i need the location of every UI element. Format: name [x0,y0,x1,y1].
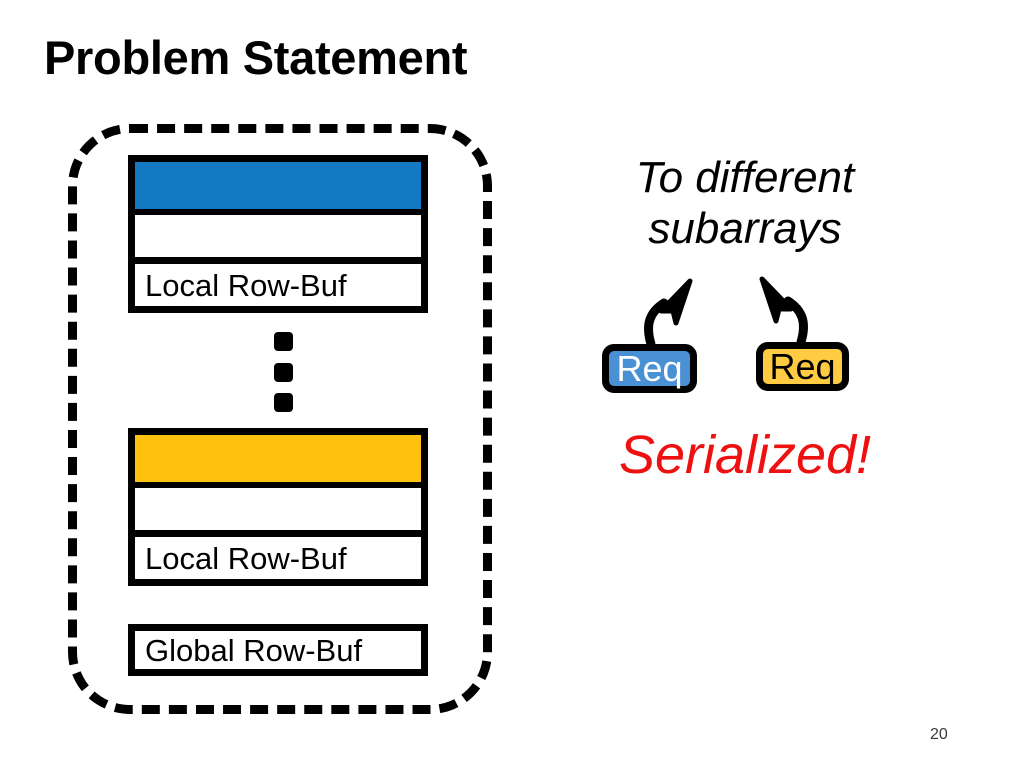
page-title: Problem Statement [44,31,468,84]
caption-line-1: To different [635,153,855,202]
slide-number: 20 [930,726,948,743]
ellipsis-dot-3 [273,393,293,412]
closed-row-white-top [135,209,421,257]
serialized-callout: Serialized! [618,425,872,485]
subarray-bottom: Local Row-Buf [128,428,428,586]
request-box-blue[interactable]: Req [602,344,697,393]
ellipsis-dot-2 [273,362,293,382]
arrow-up-left-icon [759,276,808,347]
global-row-buffer: Global Row-Buf [128,624,428,676]
local-row-buffer-top: Local Row-Buf [135,257,421,306]
request-box-yellow-label: Req [769,345,836,387]
vertical-ellipsis [272,332,294,412]
request-box-yellow[interactable]: Req [756,342,849,391]
open-row-blue [135,162,421,209]
caption-to-different-subarrays: To different subarrays [545,152,945,254]
caption-line-2: subarrays [648,204,842,254]
ellipsis-dot-1 [273,332,293,351]
open-row-yellow [135,435,421,482]
subarray-top: Local Row-Buf [128,155,428,313]
bank-dashed-container [68,124,492,714]
local-row-buffer-bottom: Local Row-Buf [135,530,421,579]
global-row-buffer-label: Global Row-Buf [145,632,363,668]
request-box-blue-label: Req [616,347,683,389]
arrow-up-right-icon [644,278,693,349]
closed-row-white-bottom [135,482,421,530]
local-row-buffer-top-label: Local Row-Buf [145,267,347,303]
local-row-buffer-bottom-label: Local Row-Buf [145,540,347,576]
